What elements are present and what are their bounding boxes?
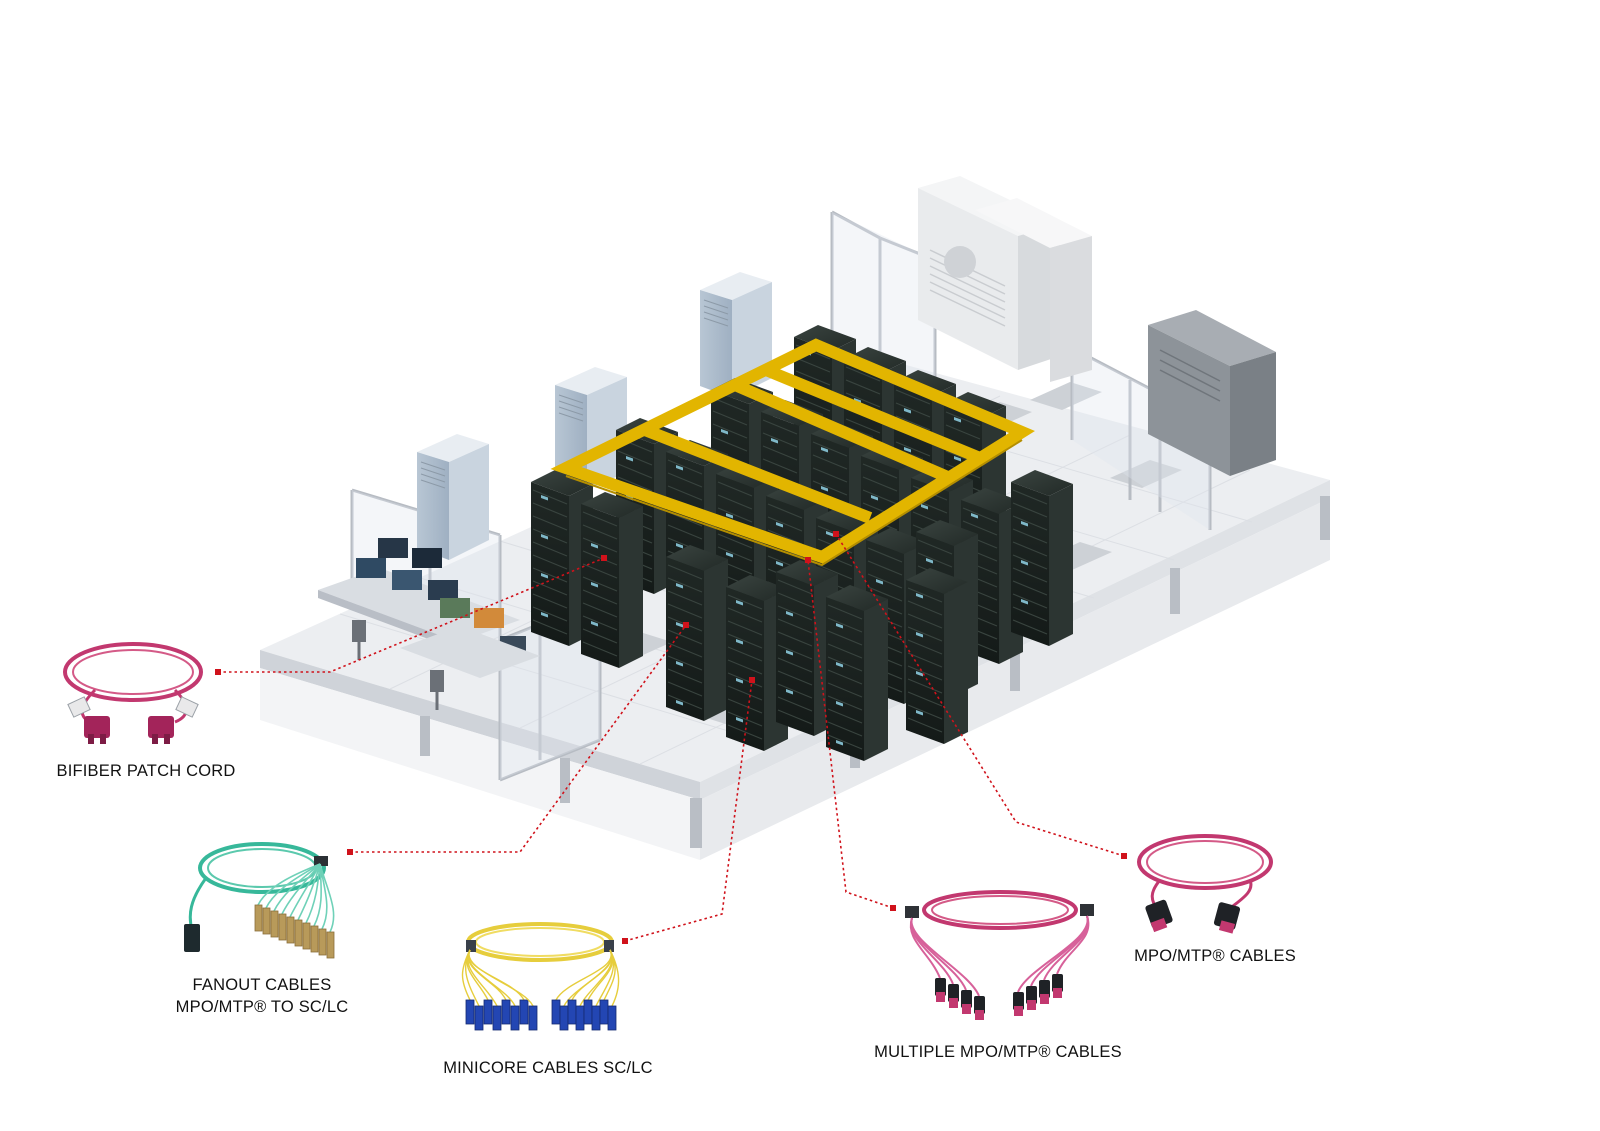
label-multiple-mpo-cables: MULTIPLE MPO/MTP® CABLES — [848, 1041, 1148, 1063]
label-fanout-line1: FANOUT CABLES — [192, 976, 332, 994]
battery-cabinets — [1148, 310, 1276, 476]
server-rack — [666, 545, 728, 721]
monitor-wall — [356, 538, 526, 654]
server-rack — [1011, 470, 1073, 646]
leader-marker — [347, 849, 353, 855]
server-rack — [581, 492, 643, 668]
server-rack — [906, 568, 968, 744]
fanout-cable-icon — [184, 842, 335, 959]
ups-cabinets — [918, 176, 1092, 382]
label-mpo-text: MPO/MTP® CABLES — [1134, 947, 1296, 965]
label-bifiber-text: BIFIBER PATCH CORD — [56, 762, 236, 780]
label-minicore-cables: MINICORE CABLES SC/LC — [418, 1057, 678, 1079]
mpo-mtp-cable-icon — [1137, 834, 1273, 934]
multiple-mpo-cable-icon — [905, 890, 1094, 1020]
ac-unit-1 — [700, 272, 772, 398]
leader-marker — [1121, 853, 1127, 859]
label-fanout-line2: MPO/MTP® TO SC/LC — [175, 998, 349, 1016]
label-mpo-mtp-cables: MPO/MTP® CABLES — [1110, 945, 1320, 967]
minicore-cable-icon — [461, 922, 620, 1031]
leader-marker — [833, 531, 839, 537]
leader-marker — [805, 557, 811, 563]
leader-marker — [749, 677, 755, 683]
floor-left-edge — [260, 650, 700, 800]
ac-unit-3 — [417, 434, 489, 560]
cable-tray-edge — [565, 439, 1023, 567]
cable-tray — [550, 338, 1035, 564]
label-fanout-cables: FANOUT CABLES MPO/MTP® TO SC/LC — [142, 974, 382, 1018]
leader-marker — [622, 938, 628, 944]
glass-partitions — [350, 210, 1212, 782]
label-bifiber-patch-cord: BIFIBER PATCH CORD — [28, 760, 264, 782]
label-minicore-text: MINICORE CABLES SC/LC — [443, 1059, 653, 1077]
leader-marker — [890, 905, 896, 911]
leader-marker — [683, 622, 689, 628]
operator-workstations — [318, 538, 540, 710]
label-multiple-text: MULTIPLE MPO/MTP® CABLES — [874, 1043, 1122, 1061]
server-rack — [826, 585, 888, 761]
bifiber-patch-cord-icon — [63, 642, 203, 744]
office-chairs — [352, 620, 444, 710]
leader-lines — [215, 531, 1127, 944]
leader-marker — [215, 669, 221, 675]
leader-marker — [601, 555, 607, 561]
